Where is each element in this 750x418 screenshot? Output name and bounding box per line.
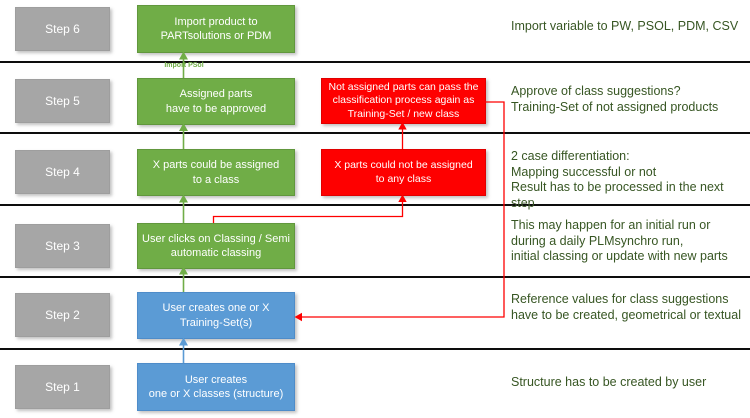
annotation-step2: Reference values for class suggestions h… (511, 292, 741, 322)
connector-classing-to-not-assigned (212, 194, 407, 223)
connector-not-assigned-to-reclassify (398, 122, 407, 149)
flow-box-step4-assigned-to-class: X parts could be assigned to a class (137, 149, 295, 196)
step-label-box-5: Step 5 (15, 79, 110, 123)
step-label-box-3: Step 3 (15, 224, 110, 268)
row-divider (0, 276, 750, 278)
arrow-step1-to-step2 (179, 337, 188, 363)
step-label-box-4: Step 4 (15, 150, 110, 194)
import-psol-arrow-label: Import PSol (164, 62, 204, 69)
row-divider (0, 348, 750, 350)
row-divider (0, 132, 750, 134)
arrow-head-left-icon (294, 312, 302, 322)
flow-box-step2-training-set: User creates one or X Training-Set(s) (137, 292, 295, 339)
arrow-step2-to-step3 (179, 266, 188, 292)
connector-line (302, 101, 505, 318)
annotation-step3: This may happen for an initial run or du… (511, 218, 728, 263)
flow-box-step4-not-assigned: X parts could not be assigned to any cla… (321, 149, 486, 196)
flow-box-step5-assigned-parts: Assigned parts have to be approved (137, 78, 295, 125)
arrow-step4-to-step5 (179, 123, 188, 149)
flow-box-step6-import-product: Import product to PARTsolutions or PDM (137, 5, 295, 53)
step-label-box-6: Step 6 (15, 7, 110, 51)
flow-box-step1-create-classes: User creates one or X classes (structure… (137, 363, 295, 411)
connector-feedback-to-training-set (294, 101, 505, 322)
annotation-step1: Structure has to be created by user (511, 375, 707, 389)
annotation-step5: Approve of class suggestions? Training-S… (511, 84, 719, 114)
annotation-step4: 2 case differentiation: Mapping successf… (511, 149, 724, 210)
row-divider (0, 61, 750, 63)
flow-box-step3-user-clicks: User clicks on Classing / Semi automatic… (137, 223, 295, 269)
flow-box-step5-not-assigned-feedback: Not assigned parts can pass the classifi… (321, 78, 486, 124)
arrow-step3-to-step4 (179, 194, 188, 223)
step-label-box-1: Step 1 (15, 365, 110, 409)
annotation-step6: Import variable to PW, PSOL, PDM, CSV (511, 19, 739, 33)
step-label-box-2: Step 2 (15, 293, 110, 337)
